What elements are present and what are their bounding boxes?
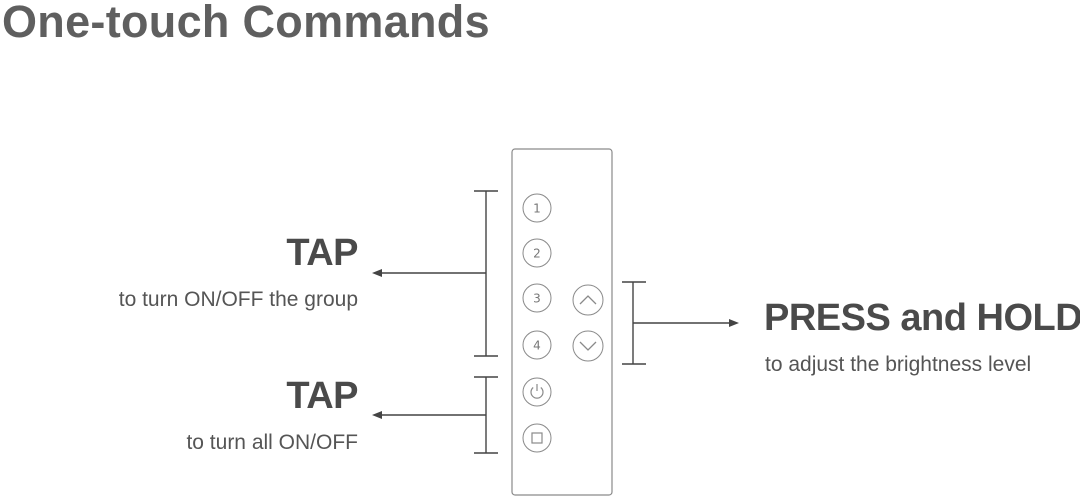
brightness-down-button[interactable] [572, 330, 604, 362]
brightness-down-icon [579, 341, 597, 351]
group-button-1[interactable]: 1 [522, 193, 552, 223]
group-button-3-label: 3 [533, 292, 541, 306]
brightness-bracket [622, 281, 739, 365]
group-button-4[interactable]: 4 [522, 330, 552, 360]
remote-body [511, 148, 613, 496]
all-buttons-bracket [372, 376, 498, 454]
group-button-2-label: 2 [533, 247, 541, 261]
press-hold-description: to adjust the brightness level [765, 353, 1032, 376]
group-button-2[interactable]: 2 [522, 238, 552, 268]
group-button-4-label: 4 [533, 339, 541, 353]
page-title: One-touch Commands [2, 0, 490, 47]
press-hold-heading: PRESS and HOLD [764, 297, 1080, 339]
tap-group-description: to turn ON/OFF the group [118, 288, 358, 311]
tap-all-description: to turn all ON/OFF [186, 431, 358, 454]
tap-group-heading: TAP [286, 232, 358, 274]
group-button-3[interactable]: 3 [522, 283, 552, 313]
brightness-up-icon [579, 295, 597, 305]
group-buttons-bracket [372, 190, 498, 357]
brightness-up-button[interactable] [572, 284, 604, 316]
all-off-button[interactable] [522, 423, 552, 453]
all-off-square-icon [531, 432, 543, 444]
group-button-1-label: 1 [533, 202, 541, 216]
tap-all-heading: TAP [286, 375, 358, 417]
power-icon [530, 384, 544, 399]
power-button[interactable] [522, 377, 552, 407]
